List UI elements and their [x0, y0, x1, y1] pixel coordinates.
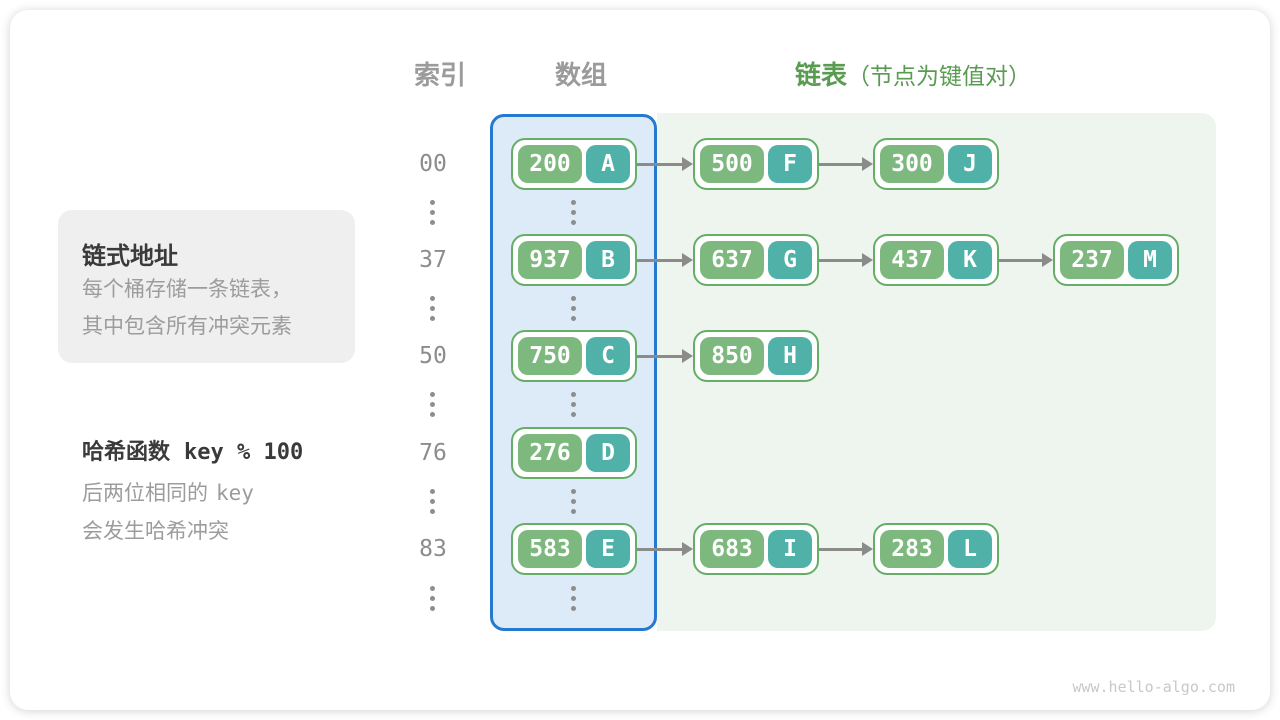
node-value: F	[768, 145, 812, 183]
list-header-title: 链表	[795, 60, 848, 90]
concept-info-box: 链式地址 每个桶存储一条链表， 其中包含所有冲突元素	[58, 210, 355, 363]
hash-note-prefix: 后两位相同的	[82, 482, 208, 505]
hash-collision-note-line1: 后两位相同的 key	[82, 477, 254, 507]
vertical-ellipsis-icon	[430, 489, 435, 514]
concept-title: 链式地址	[82, 243, 178, 270]
arrow-right-icon	[637, 330, 693, 382]
index-label: 50	[419, 343, 447, 369]
list-header-note: （节点为键值对）	[847, 63, 1032, 89]
kv-node: 276 D	[511, 427, 637, 479]
node-key: 300	[880, 145, 944, 183]
node-value: L	[948, 530, 992, 568]
kv-node: 300 J	[873, 138, 999, 190]
kv-node: 583 E	[511, 523, 637, 575]
vertical-ellipsis-icon	[571, 200, 576, 225]
arrow-right-icon	[637, 138, 693, 190]
vertical-ellipsis-icon	[571, 392, 576, 417]
vertical-ellipsis-icon	[430, 200, 435, 225]
kv-node: 750 C	[511, 330, 637, 382]
concept-description-line: 其中包含所有冲突元素	[82, 315, 292, 338]
node-key: 283	[880, 530, 944, 568]
node-key: 276	[518, 434, 582, 472]
kv-node: 683 I	[693, 523, 819, 575]
vertical-ellipsis-icon	[571, 296, 576, 321]
bucket-row: 37 937 B 637 G 437 K 237 M	[10, 234, 1270, 286]
kv-node: 237 M	[1053, 234, 1179, 286]
diagram-card: 索引 数组 链表（节点为键值对） 00 200 A 500 F 300 J 37…	[10, 10, 1270, 710]
node-value: D	[586, 434, 630, 472]
node-key: 583	[518, 530, 582, 568]
arrow-right-icon	[637, 523, 693, 575]
hash-function-formula: key % 100	[184, 440, 304, 465]
node-value: A	[586, 145, 630, 183]
vertical-ellipsis-icon	[571, 586, 576, 611]
node-value: C	[586, 337, 630, 375]
concept-description-line: 每个桶存储一条链表，	[82, 278, 292, 301]
node-key: 850	[700, 337, 764, 375]
diagram-stage: 索引 数组 链表（节点为键值对） 00 200 A 500 F 300 J 37…	[10, 10, 1270, 710]
site-watermark: www.hello-algo.com	[1072, 678, 1235, 696]
kv-node: 937 B	[511, 234, 637, 286]
kv-node: 437 K	[873, 234, 999, 286]
kv-node: 850 H	[693, 330, 819, 382]
arrow-right-icon	[999, 234, 1053, 286]
vertical-ellipsis-icon	[571, 489, 576, 514]
arrow-right-icon	[819, 523, 873, 575]
arrow-right-icon	[819, 234, 873, 286]
vertical-ellipsis-icon	[430, 296, 435, 321]
node-value: I	[768, 530, 812, 568]
kv-node: 637 G	[693, 234, 819, 286]
list-column-header: 链表（节点为键值对）	[795, 55, 1031, 92]
node-key: 683	[700, 530, 764, 568]
node-key: 937	[518, 241, 582, 279]
node-value: K	[948, 241, 992, 279]
arrow-right-icon	[637, 234, 693, 286]
index-label: 37	[419, 247, 447, 273]
kv-node: 283 L	[873, 523, 999, 575]
node-key: 437	[880, 241, 944, 279]
node-key: 637	[700, 241, 764, 279]
hash-collision-note-line2: 会发生哈希冲突	[82, 520, 229, 543]
node-value: M	[1128, 241, 1172, 279]
hash-function-label: 哈希函数 key % 100	[82, 434, 303, 466]
vertical-ellipsis-icon	[430, 586, 435, 611]
bucket-row: 76 276 D	[10, 427, 1270, 479]
hash-function-title: 哈希函数	[82, 439, 171, 464]
node-key: 750	[518, 337, 582, 375]
kv-node: 500 F	[693, 138, 819, 190]
kv-node: 200 A	[511, 138, 637, 190]
bucket-row: 00 200 A 500 F 300 J	[10, 138, 1270, 190]
array-column-header: 数组	[554, 60, 607, 90]
index-label: 76	[419, 440, 447, 466]
index-label: 83	[419, 536, 447, 562]
node-value: B	[586, 241, 630, 279]
node-value: H	[768, 337, 812, 375]
node-value: E	[586, 530, 630, 568]
index-column-header: 索引	[413, 60, 466, 90]
node-key: 200	[518, 145, 582, 183]
node-value: J	[948, 145, 992, 183]
bucket-row: 83 583 E 683 I 283 L	[10, 523, 1270, 575]
hash-note-key: key	[216, 481, 254, 505]
arrow-right-icon	[819, 138, 873, 190]
node-value: G	[768, 241, 812, 279]
vertical-ellipsis-icon	[430, 392, 435, 417]
index-label: 00	[419, 151, 447, 177]
bucket-row: 50 750 C 850 H	[10, 330, 1270, 382]
node-key: 237	[1060, 241, 1124, 279]
node-key: 500	[700, 145, 764, 183]
